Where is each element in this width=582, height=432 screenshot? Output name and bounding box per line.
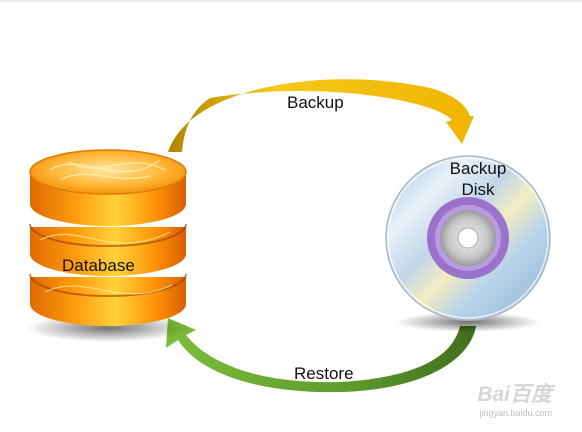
restore-arrow-label: Restore <box>294 364 354 383</box>
database-label: Database <box>62 256 135 275</box>
backup-arrow <box>168 79 474 152</box>
watermark: Bai百度 jingyan.baidu.com <box>477 378 552 418</box>
backup-disk-icon <box>385 155 551 332</box>
restore-arrow <box>166 318 476 393</box>
backup-disk-label-line1: Backup <box>449 159 507 178</box>
watermark-logo: Bai百度 <box>477 383 552 406</box>
backup-disk-label: Backup Disk <box>435 158 521 200</box>
database-icon <box>26 149 190 342</box>
backup-disk-label-line2: Disk <box>461 180 495 199</box>
backup-arrow-label: Backup <box>287 93 344 112</box>
watermark-url: jingyan.baidu.com <box>479 408 552 418</box>
top-border <box>0 0 582 2</box>
